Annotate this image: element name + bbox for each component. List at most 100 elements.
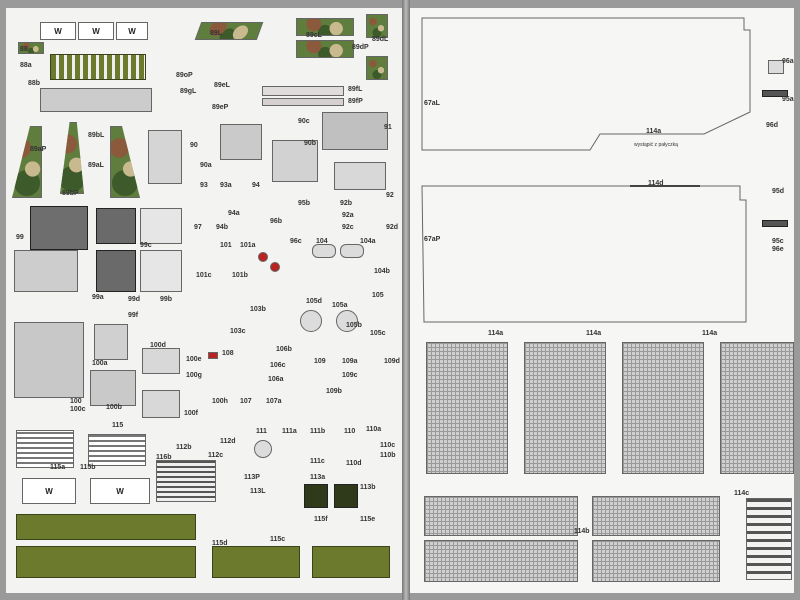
part-96a — [768, 60, 784, 74]
label-95c: 95c — [772, 238, 784, 245]
label-96e: 96e — [772, 246, 784, 253]
part-89bP — [148, 130, 182, 184]
label-104a: 104a — [360, 238, 376, 245]
part-101-red-2 — [270, 262, 280, 272]
part-100b — [90, 370, 136, 406]
label-108: 108 — [222, 350, 234, 357]
label-105c: 105c — [370, 330, 386, 337]
label-89bL: 89bL — [88, 132, 105, 139]
part-100a — [94, 324, 128, 360]
label-88b: 88b — [28, 80, 41, 87]
part-115d-bottom — [16, 546, 196, 578]
part-88a-grille — [50, 54, 146, 80]
part-88: W — [40, 22, 76, 40]
part-104a — [340, 244, 364, 258]
label-89cL: 89cL — [306, 32, 322, 39]
part-89cL — [296, 18, 354, 36]
part-104 — [312, 244, 336, 258]
label-113L: 113L — [250, 488, 266, 495]
part-114a-3 — [622, 342, 704, 474]
label-100g: 100g — [186, 372, 202, 379]
part-113b — [334, 484, 358, 508]
label-110: 110 — [344, 428, 356, 435]
label-109b: 109b — [326, 388, 342, 395]
label-111: 111 — [256, 428, 267, 435]
label-94b: 94b — [216, 224, 229, 231]
label-100e: 100e — [186, 356, 202, 363]
label-109: 109 — [314, 358, 326, 365]
part-114b-3 — [424, 540, 578, 582]
label-115: 115 — [112, 422, 124, 429]
part-w-2: W — [90, 478, 150, 504]
label-94: 94 — [252, 182, 260, 189]
label-107: 107 — [240, 398, 252, 405]
label-111b: 111b — [310, 428, 326, 435]
label-89dL: 89dL — [372, 36, 389, 43]
label-89aL: 89aL — [88, 162, 104, 169]
label-110a: 110a — [366, 426, 382, 433]
part-115c — [212, 546, 300, 578]
label-92a: 92a — [342, 212, 354, 219]
label-90b: 90b — [304, 140, 317, 147]
label-89aP: 89aP — [30, 146, 47, 153]
label-114a-1: 114a — [488, 330, 504, 337]
label-97: 97 — [194, 224, 202, 231]
part-114b-2 — [592, 496, 720, 536]
label-89fL: 89fL — [348, 86, 363, 93]
label-99d: 99d — [128, 296, 141, 303]
label-95a: 95a — [782, 96, 794, 103]
label-103b: 103b — [250, 306, 266, 313]
label-99: 99 — [16, 234, 24, 241]
label-107a: 107a — [266, 398, 282, 405]
part-99 — [30, 206, 88, 250]
label-114b: 114b — [574, 528, 590, 535]
part-115e — [312, 546, 390, 578]
label-89bP: 89bP — [62, 190, 79, 197]
label-94a: 94a — [228, 210, 240, 217]
label-89eP: 89eP — [212, 104, 229, 111]
part-92 — [334, 162, 386, 190]
part-114b-4 — [592, 540, 720, 582]
assembly-note: wystąpić z pałyczką — [634, 142, 678, 148]
page-gutter — [402, 0, 410, 600]
label-89eL: 89eL — [214, 82, 230, 89]
label-67aL: 67aL — [424, 100, 440, 107]
label-90: 90 — [190, 142, 198, 149]
part-116b — [156, 460, 216, 502]
label-109c: 109c — [342, 372, 358, 379]
label-100f: 100f — [184, 410, 199, 417]
part-114a-2 — [524, 342, 606, 474]
label-91: 91 — [384, 124, 392, 131]
label-89L: 89L — [210, 30, 223, 37]
part-99d — [140, 208, 182, 244]
part-100d — [142, 348, 180, 374]
part-w-1: W — [22, 478, 76, 504]
label-115b: 115b — [80, 464, 96, 471]
label-112c: 112c — [208, 452, 224, 459]
part-88-c: W — [116, 22, 148, 40]
label-104: 104 — [316, 238, 328, 245]
part-99c — [96, 208, 136, 244]
label-101a: 101a — [240, 242, 256, 249]
label-96c: 96c — [290, 238, 302, 245]
label-101b: 101b — [232, 272, 248, 279]
label-103c: 103c — [230, 328, 246, 335]
part-91 — [322, 112, 388, 150]
part-105 — [300, 310, 322, 332]
label-100a: 100a — [92, 360, 108, 367]
label-90a: 90a — [200, 162, 212, 169]
label-92: 92 — [386, 192, 394, 199]
label-115c: 115c — [270, 536, 286, 543]
part-108-red — [208, 352, 218, 359]
part-114b-1 — [424, 496, 578, 536]
label-95b: 95b — [298, 200, 311, 207]
part-114a-4 — [720, 342, 794, 474]
label-89oP: 89oP — [176, 72, 193, 79]
label-106a: 106a — [268, 376, 284, 383]
label-90c: 90c — [298, 118, 310, 125]
label-110d: 110d — [346, 460, 362, 467]
label-113a: 113a — [310, 474, 326, 481]
label-100d: 100d — [150, 342, 166, 349]
label-100h: 100h — [212, 398, 228, 405]
right-sheet — [408, 8, 794, 593]
